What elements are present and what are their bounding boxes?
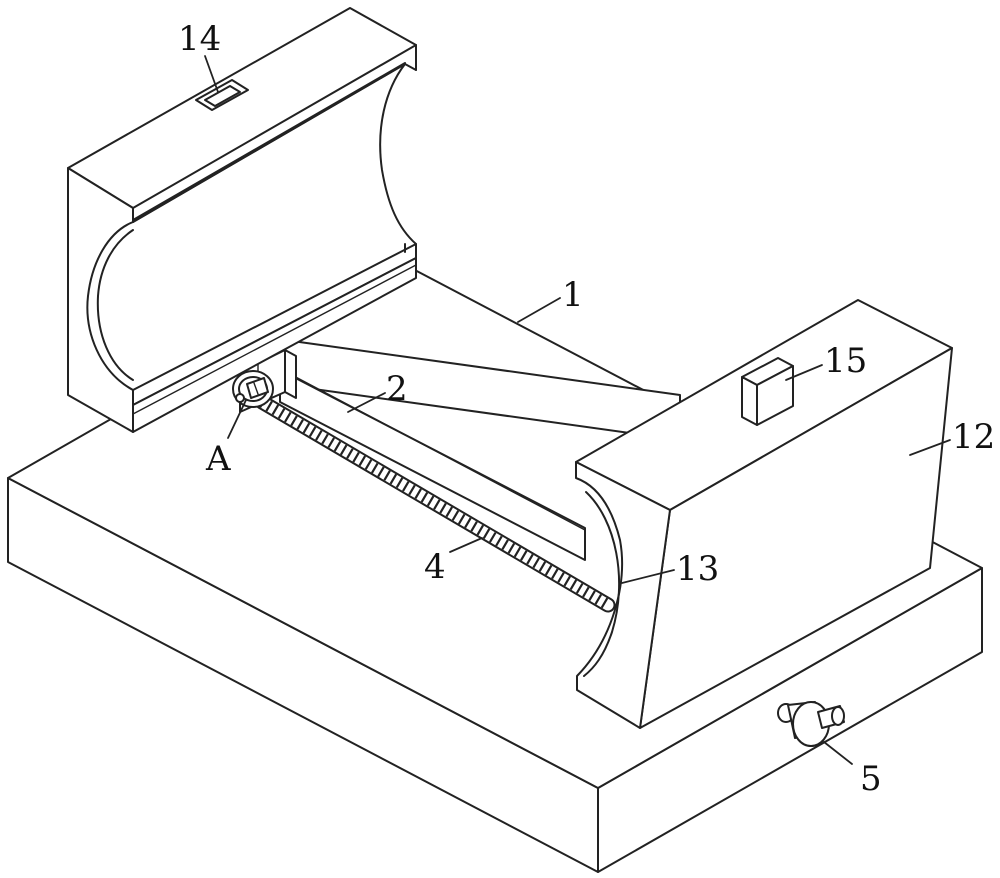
part-labels: 14 1 2 A 4 13 15 12 5	[178, 19, 995, 799]
label-A: A	[205, 439, 231, 479]
label-2: 2	[386, 369, 408, 409]
adjust-knob	[777, 701, 845, 747]
left-clamp-block	[67, 7, 417, 433]
label-5: 5	[860, 759, 882, 799]
screw-rod	[254, 394, 616, 613]
label-1: 1	[562, 275, 584, 315]
label-14: 14	[178, 19, 221, 59]
label-4: 4	[424, 547, 446, 587]
label-15: 15	[824, 341, 867, 381]
leader-lines	[204, 55, 951, 765]
top-slot	[195, 79, 249, 111]
label-13: 13	[676, 549, 719, 589]
label-12: 12	[952, 417, 995, 457]
drive-motor	[232, 370, 274, 408]
sensor-box	[741, 357, 794, 426]
